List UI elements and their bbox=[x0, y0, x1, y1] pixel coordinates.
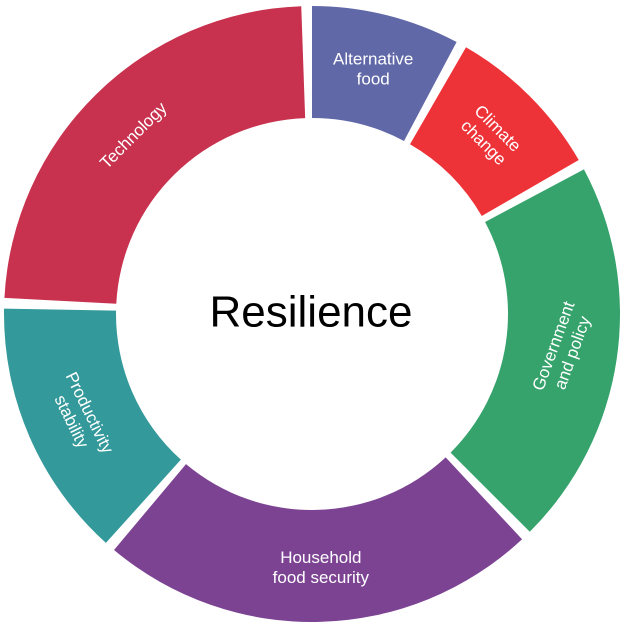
segment-household-food-security bbox=[114, 457, 523, 623]
segments-layer bbox=[4, 6, 621, 623]
segment-label-line: food bbox=[357, 70, 390, 89]
segment-label-line: Alternative bbox=[333, 50, 413, 69]
segment-government-and-policy bbox=[450, 169, 621, 532]
segment-technology bbox=[4, 6, 306, 304]
segment-climate-change bbox=[410, 47, 579, 217]
segment-label-line: food security bbox=[273, 568, 370, 587]
segment-alternative-food bbox=[312, 6, 457, 141]
segment-label-line: Household bbox=[280, 548, 361, 567]
center-title: Resilience bbox=[210, 288, 413, 337]
segment-productivity-stability bbox=[4, 308, 181, 543]
